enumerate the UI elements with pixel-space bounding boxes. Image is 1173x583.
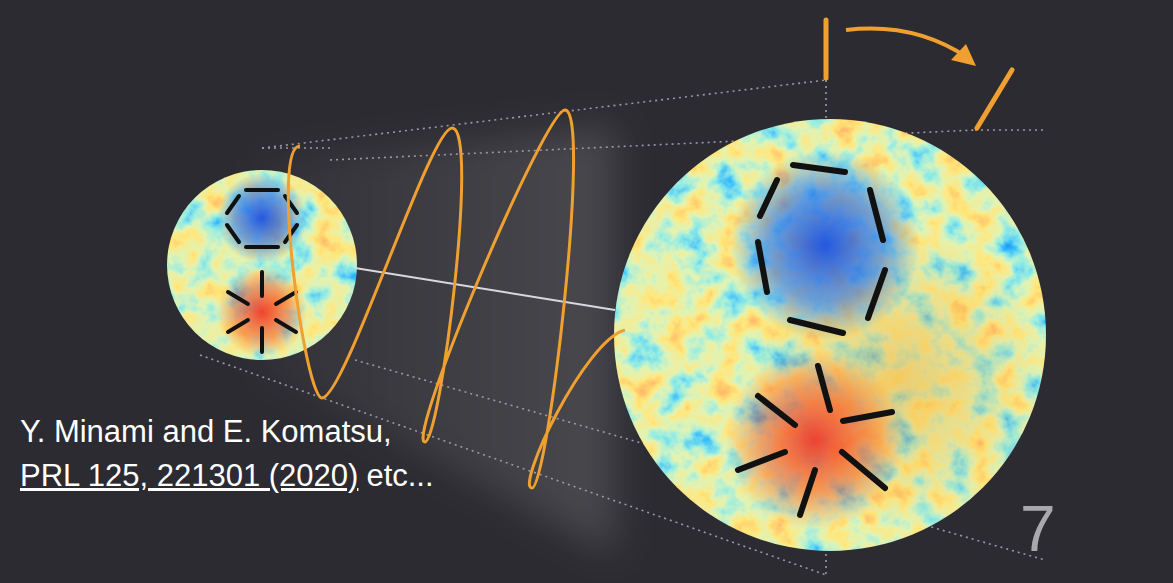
citation-authors: Y. Minami and E. Komatsu, <box>20 414 392 450</box>
citation-etc: etc... <box>366 458 433 494</box>
page-number: 7 <box>1020 493 1056 567</box>
citation-link: PRL 125, 221301 (2020) <box>20 458 358 494</box>
